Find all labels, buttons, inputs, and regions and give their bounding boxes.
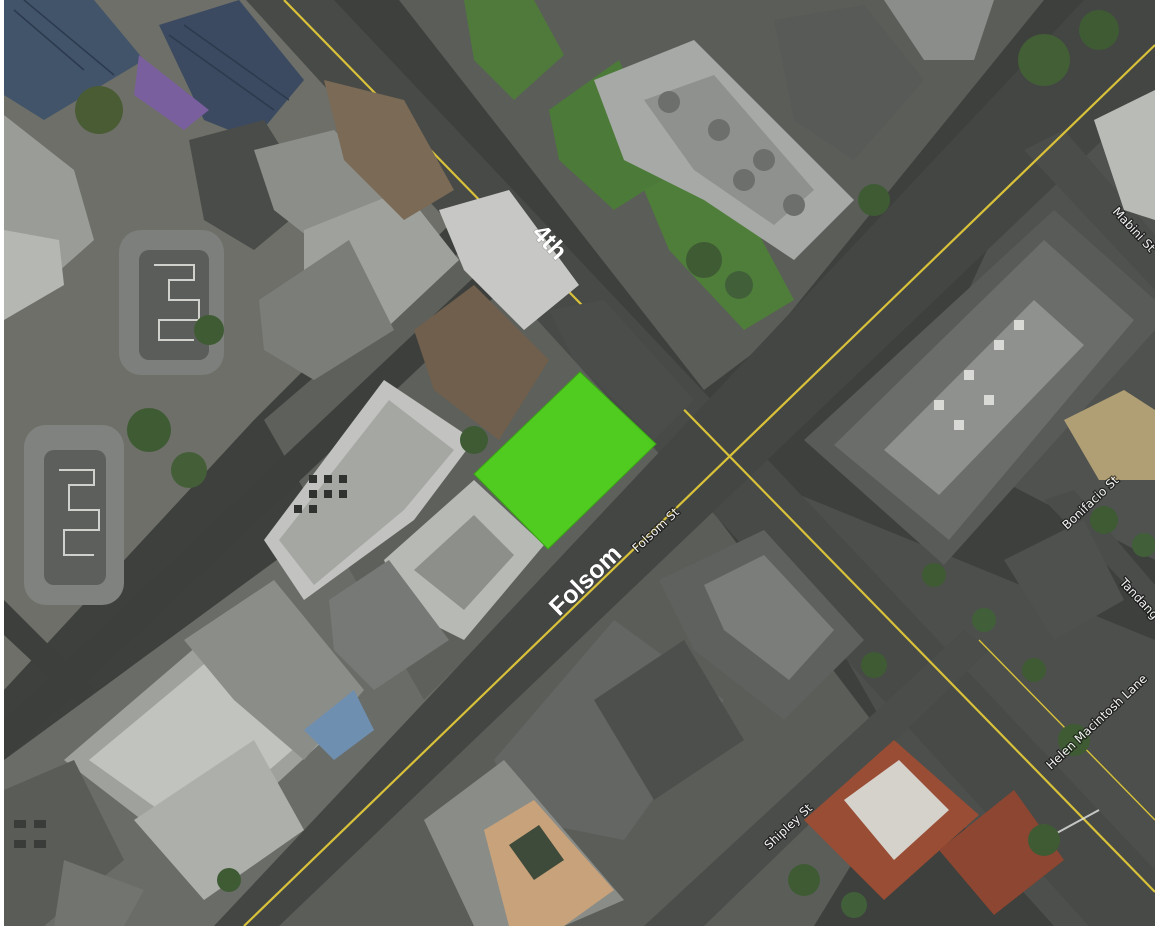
folsom-street-road (209, 0, 1155, 926)
buildings-north (464, 0, 1155, 330)
map-canvas: Folsom St Mabini St Bonifacio St Tandang… (4, 0, 1155, 926)
buildings-northwest (4, 0, 459, 605)
highlighted-parcel[interactable] (474, 372, 656, 549)
buildings-southeast (424, 210, 1155, 926)
aerial-map[interactable]: Folsom St Mabini St Bonifacio St Tandang… (4, 0, 1155, 926)
buildings-southwest (4, 580, 374, 926)
buildings-middle (264, 190, 694, 690)
